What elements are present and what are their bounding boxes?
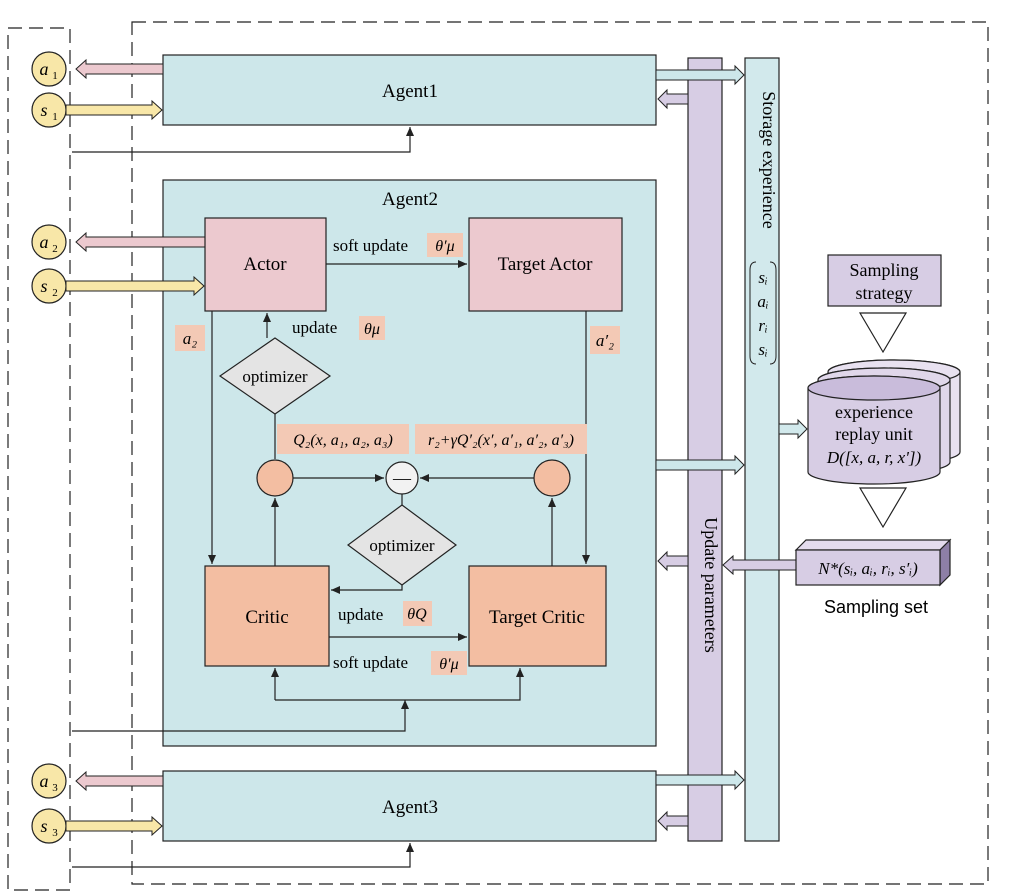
feedback-line-agent3	[72, 843, 414, 868]
replay-unit-cylinders	[807, 359, 961, 485]
q2-label: Q₂(x, a₁, a₂, a₃)	[293, 432, 393, 449]
target-critic-box	[468, 565, 607, 667]
storage-tuple-s2: sᵢ	[758, 340, 767, 359]
agent-column-connectors	[655, 64, 808, 832]
circle-s2-label: s	[40, 276, 47, 296]
circle-s3-sub: 3	[52, 827, 58, 839]
circle-a1: a 1	[31, 51, 67, 87]
q-circle-right	[533, 459, 571, 497]
circle-s1-label: s	[40, 100, 47, 120]
arrow-s2-to-actor	[65, 275, 205, 297]
optimizer-top-label: optimizer	[242, 367, 307, 386]
environment-dashed-boundary	[131, 21, 989, 885]
target-q-badge	[415, 424, 587, 454]
agent2-label: Agent2	[382, 189, 438, 210]
arrow-s1-to-agent1	[65, 99, 163, 121]
sampling-set-label: Sampling set	[824, 597, 928, 617]
a2-badge-label: a₂	[183, 329, 198, 348]
sampling-set-formula: N*(sᵢ, aᵢ, rᵢ, s′ᵢ)	[817, 559, 918, 578]
sampling-strategy-line1: Sampling	[849, 260, 918, 280]
arrow-optimizer-to-critic	[331, 585, 403, 594]
storage-experience-label: Storage experience	[759, 91, 779, 228]
minus-label: —	[392, 468, 412, 488]
storage-tuple-s: sᵢ	[758, 268, 767, 287]
circle-a3-label: a	[40, 771, 49, 791]
feedback-line-agent2	[72, 700, 409, 732]
circle-s2-sub: 2	[52, 287, 58, 299]
theta-q-label: θQ	[407, 606, 427, 623]
target-critic-label: Target Critic	[489, 607, 585, 628]
target-actor-box	[468, 217, 623, 312]
theta-mu-prime-badge-top	[427, 233, 463, 257]
soft-update-actor-label: soft update	[333, 236, 408, 255]
circle-s1-sub: 1	[52, 111, 58, 123]
actor-box	[204, 217, 327, 312]
theta-mu-badge	[359, 316, 385, 340]
sampling-set-box	[794, 538, 952, 587]
arrow-s3-to-agent3	[65, 815, 163, 837]
update-parameters-column	[687, 57, 723, 842]
circle-s2: s 2	[31, 268, 67, 304]
storage-tuple: sᵢ aᵢ rᵢ sᵢ	[749, 261, 777, 365]
sampling-strategy-line2: strategy	[856, 283, 913, 303]
update-actor-label: update	[292, 318, 337, 337]
storage-tuple-r: rᵢ	[758, 316, 767, 335]
critic-label: Critic	[245, 607, 288, 628]
replay-unit-line1: experience	[835, 402, 913, 422]
a2-badge	[175, 325, 205, 351]
agent1-box	[162, 54, 657, 126]
theta-mu-label: θμ	[364, 321, 380, 338]
a2-prime-badge-label: a′₂	[596, 331, 614, 350]
optimizer-mid-label: optimizer	[369, 536, 434, 555]
replay-unit-line2: replay unit	[835, 424, 912, 444]
theta-mu-prime-top: θ′μ	[435, 238, 454, 255]
agent3-label: Agent3	[382, 797, 438, 818]
circle-a2-sub: 2	[52, 243, 58, 255]
theta-q-badge	[403, 601, 432, 626]
arrow-actor-to-a2	[75, 231, 206, 253]
agent3-box	[162, 770, 657, 842]
sampling-strategy-box	[827, 254, 942, 307]
circle-a1-sub: 1	[52, 70, 58, 82]
update-critic-label: update	[338, 605, 383, 624]
storage-experience-column	[744, 57, 780, 842]
circle-a1-label: a	[40, 59, 49, 79]
triangle-replay-to-set	[858, 487, 908, 529]
circle-s1: s 1	[31, 92, 67, 128]
theta-mu-prime-badge-bottom	[431, 651, 467, 675]
circle-s3-label: s	[40, 816, 47, 836]
storage-tuple-a: aᵢ	[757, 292, 768, 311]
arrow-agent3-to-a3	[75, 770, 164, 792]
agent1-label: Agent1	[382, 81, 438, 102]
q2-badge	[277, 424, 409, 454]
circle-a2-label: a	[40, 232, 49, 252]
loop-to-target-critic	[275, 668, 524, 701]
circle-a3: a 3	[31, 763, 67, 799]
q-circle-left	[256, 459, 294, 497]
replay-unit-line3: D([x, a, r, x'])	[826, 448, 922, 467]
circle-s3: s 3	[31, 808, 67, 844]
circle-a2: a 2	[31, 224, 67, 260]
a2-prime-badge	[590, 326, 620, 354]
actor-label: Actor	[243, 254, 287, 275]
target-actor-label: Target Actor	[498, 254, 594, 275]
triangle-strategy-to-replay	[858, 312, 908, 354]
left-dashed-boundary	[7, 27, 71, 891]
arrow-agent1-to-a1	[75, 58, 164, 80]
circle-a3-sub: 3	[52, 782, 58, 794]
critic-box	[204, 565, 330, 667]
feedback-line-agent1	[72, 127, 414, 153]
update-parameters-label: Update parameters	[701, 517, 721, 652]
soft-update-critic-label: soft update	[333, 653, 408, 672]
target-q-label: r₂+γQ′₂(x′, a′₁, a′₂, a′₃)	[428, 432, 574, 449]
theta-mu-prime-bottom: θ′μ	[439, 656, 458, 673]
